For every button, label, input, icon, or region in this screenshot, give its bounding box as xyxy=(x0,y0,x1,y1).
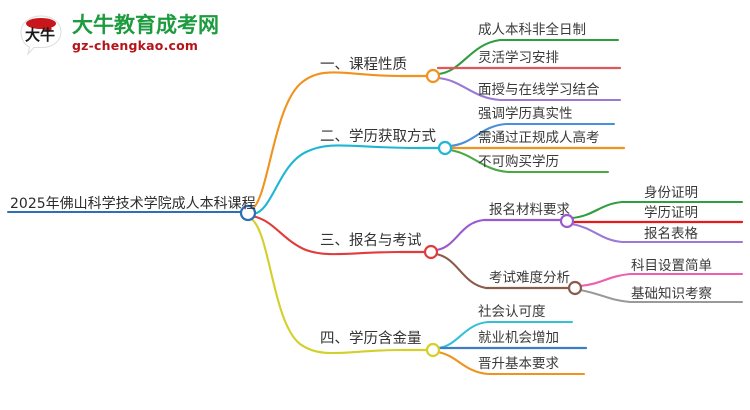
connector-root-branch1 xyxy=(248,71,402,212)
sub2-leaf1-label: 科目设置简单 xyxy=(631,258,712,274)
node-branch3[interactable] xyxy=(423,244,439,260)
branch1-leaf3-label: 面授与在线学习结合 xyxy=(478,82,600,98)
connector-sub2-leaf2 xyxy=(578,288,744,304)
branch1-leaf1-label: 成人本科非全日制 xyxy=(478,22,586,38)
branch2-label: 二、学历获取方式 xyxy=(320,129,436,145)
node-branch4[interactable] xyxy=(425,342,441,358)
node-sub-application-materials[interactable] xyxy=(559,213,575,229)
sub1-leaf3-label: 报名表格 xyxy=(644,226,698,242)
branch2-leaf3-label: 不可购买学历 xyxy=(478,154,559,170)
connector-branch1-leaf1 xyxy=(436,38,620,76)
connector-branch2-leaf3 xyxy=(448,148,610,174)
connector-branch4-leaf3 xyxy=(436,350,586,376)
connector-sub2-leaf1 xyxy=(578,272,744,288)
connector-sub1-leaf1 xyxy=(570,200,744,220)
svg-text:大牛: 大牛 xyxy=(25,26,55,44)
node-branch2[interactable] xyxy=(437,140,453,156)
logo-url: gz-chengkao.com xyxy=(72,38,199,54)
connector-sub1-leaf3 xyxy=(570,222,744,244)
connector-branch3-sub1 xyxy=(434,218,558,252)
connector-branch1-leaf3 xyxy=(436,76,622,102)
branch4-label: 四、学历含金量 xyxy=(320,331,422,347)
sub1-leaf1-label: 身份证明 xyxy=(644,185,698,201)
site-logo[interactable]: 大牛 大牛教育成考网 gz-chengkao.com xyxy=(18,10,228,58)
root-label: 2025年佛山科学技术学院成人本科课程 xyxy=(10,196,256,212)
branch3-label: 三、报名与考试 xyxy=(320,233,422,249)
branch4-leaf2-label: 就业机会增加 xyxy=(478,330,559,346)
connector-branch4-leaf1 xyxy=(436,320,574,350)
connector-root-branch4 xyxy=(248,216,404,355)
connector-branch2-leaf1 xyxy=(448,122,616,148)
logo-mark-icon: 大牛 xyxy=(18,12,64,56)
branch2-leaf2-label: 需通过正规成人高考 xyxy=(478,130,600,146)
sub1-leaf2-label: 学历证明 xyxy=(644,205,698,221)
branch1-label: 一、课程性质 xyxy=(320,57,407,73)
sub2-leaf2-label: 基础知识考察 xyxy=(631,286,712,302)
sub2-label: 考试难度分析 xyxy=(489,270,570,286)
connector-root-branch2 xyxy=(250,144,420,216)
node-sub-exam-difficulty[interactable] xyxy=(567,280,583,296)
logo-title-cn: 大牛教育成考网 xyxy=(72,13,219,38)
connector-root-branch3 xyxy=(250,214,402,256)
branch4-leaf3-label: 晋升基本要求 xyxy=(478,356,559,372)
node-root[interactable] xyxy=(239,204,257,222)
branch4-leaf1-label: 社会认可度 xyxy=(478,304,546,320)
branch2-leaf1-label: 强调学历真实性 xyxy=(478,106,573,122)
branch1-leaf2-label: 灵活学习安排 xyxy=(478,50,559,66)
node-branch1[interactable] xyxy=(425,68,441,84)
sub1-label: 报名材料要求 xyxy=(489,202,570,218)
logo-text: 大牛教育成考网 gz-chengkao.com xyxy=(72,15,219,53)
